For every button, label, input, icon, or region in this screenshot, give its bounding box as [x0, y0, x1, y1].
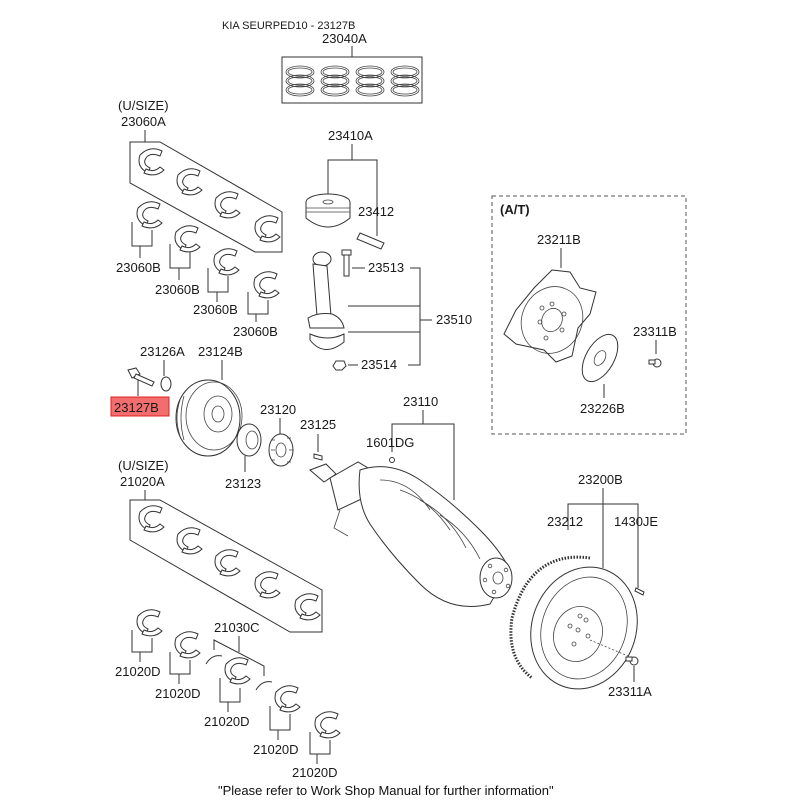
label-23212[interactable]: 23212	[547, 514, 583, 529]
label-23226B[interactable]: 23226B	[580, 401, 625, 416]
label-23412[interactable]: 23412	[358, 204, 394, 219]
label-at: (A/T)	[500, 202, 530, 217]
label-23127B[interactable]: 23127B	[114, 400, 159, 415]
label-23510[interactable]: 23510	[436, 312, 472, 327]
highlight-23127B	[110, 396, 170, 417]
washer-icon	[160, 376, 172, 392]
label-23060B-2[interactable]: 23060B	[155, 282, 200, 297]
dowel-pin-icon	[634, 587, 645, 596]
label-23126A[interactable]: 23126A	[140, 344, 185, 359]
label-23060A[interactable]: 23060A	[121, 114, 166, 129]
crankshaft-group[interactable]: 23110 1601DG	[309, 394, 513, 607]
piston-icon	[305, 193, 351, 228]
label-21020D-3[interactable]: 21020D	[204, 714, 250, 729]
piston-rings-box	[281, 56, 423, 104]
label-23514[interactable]: 23514	[361, 357, 397, 372]
bolt-icon	[127, 367, 155, 387]
label-21020A[interactable]: 21020A	[120, 474, 165, 489]
damper-pulley-icon	[175, 379, 243, 457]
flywheel-bolt-icon	[589, 639, 639, 666]
label-usize-upper: (U/SIZE)	[118, 98, 169, 113]
crankshaft-icon	[309, 461, 513, 607]
lower-bearing-set-box	[129, 499, 323, 633]
label-23060B-4[interactable]: 23060B	[233, 324, 278, 339]
label-1601DG[interactable]: 1601DG	[366, 435, 414, 450]
at-section-box	[491, 195, 687, 435]
piston-conrod-group[interactable]: 23410A 23412 23513 23510	[305, 128, 472, 372]
seal-ring-icon	[236, 423, 262, 457]
label-23120[interactable]: 23120	[260, 402, 296, 417]
drive-plate-bolt-icon	[648, 358, 662, 368]
flywheel-group[interactable]: 23200B 23212 1430JE 23311A	[509, 472, 659, 704]
flywheel-icon	[530, 566, 638, 690]
label-23040A[interactable]: 23040A	[322, 31, 367, 46]
diagram-title: KIA SEURPED10 - 23127B	[222, 20, 355, 32]
label-23060B-1[interactable]: 23060B	[116, 260, 161, 275]
label-23410A[interactable]: 23410A	[328, 128, 373, 143]
thrust-washer-icon	[205, 655, 273, 691]
label-23110[interactable]: 23110	[403, 394, 438, 409]
label-usize-lower: (U/SIZE)	[118, 458, 169, 473]
key-icon	[313, 453, 323, 461]
label-23125[interactable]: 23125	[300, 417, 336, 432]
rod-nut-icon	[332, 360, 347, 371]
label-23311A[interactable]: 23311A	[608, 684, 652, 699]
label-23124B[interactable]: 23124B	[198, 344, 243, 359]
piston-pin-icon	[356, 232, 385, 250]
conrod-icon	[307, 251, 345, 350]
label-23311B[interactable]: 23311B	[633, 324, 677, 339]
label-1430JE[interactable]: 1430JE	[614, 514, 658, 529]
piston-rings-group[interactable]: 23040A	[281, 31, 423, 104]
adapter-plate-icon	[581, 333, 619, 383]
label-21020D-4[interactable]: 21020D	[253, 742, 299, 757]
piston-ring-icon	[285, 65, 420, 97]
label-23060B-3[interactable]: 23060B	[193, 302, 238, 317]
label-23211B[interactable]: 23211B	[537, 232, 581, 247]
label-21020D-5[interactable]: 21020D	[292, 765, 338, 780]
upper-bearing-set-box	[129, 141, 283, 253]
rod-bolt-icon	[341, 249, 352, 277]
at-drive-plate-group[interactable]: (A/T) 23211B 23226B 23311B	[491, 195, 687, 435]
lower-bearing-group[interactable]: (U/SIZE) 21020A 21020D 21020D 21030C 210…	[115, 458, 341, 780]
upper-bearing-group[interactable]: (U/SIZE) 23060A 23060B 23060B 23060B 230…	[116, 98, 283, 339]
label-23123[interactable]: 23123	[225, 476, 261, 491]
drive-plate-icon	[503, 269, 597, 363]
sprocket-icon	[268, 433, 294, 467]
footer-note: "Please refer to Work Shop Manual for fu…	[218, 783, 554, 798]
label-21020D-2[interactable]: 21020D	[155, 686, 201, 701]
label-23200B[interactable]: 23200B	[578, 472, 623, 487]
label-21020D-1[interactable]: 21020D	[115, 664, 161, 679]
pulley-group[interactable]: 23126A 23124B 23127B 23120	[110, 344, 336, 491]
label-23513[interactable]: 23513	[368, 260, 404, 275]
label-21030C[interactable]: 21030C	[214, 620, 260, 635]
